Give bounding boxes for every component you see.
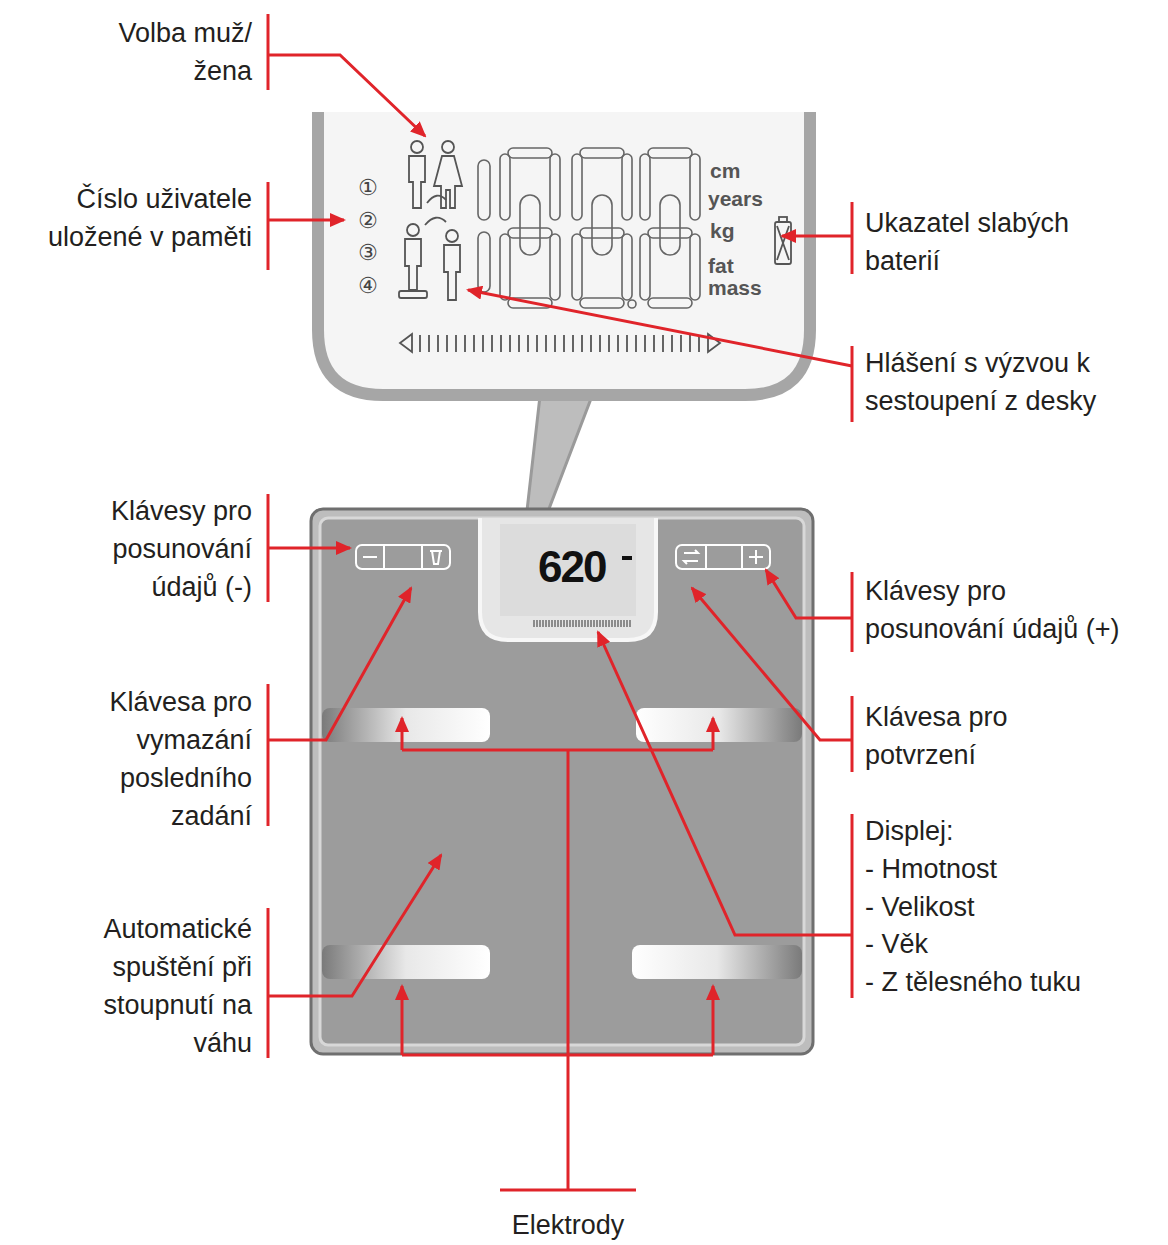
callout-label: Automatické spuštění při stoupnutí na vá…	[62, 910, 252, 1062]
callout-label: Ukazatel slabých baterií	[865, 204, 1115, 280]
weight-reading: 620	[538, 544, 628, 590]
user-number: ③	[358, 241, 388, 265]
callout-label: Elektrody	[468, 1206, 668, 1244]
user-number: ①	[358, 176, 388, 200]
callout-label: - Velikost	[865, 888, 1145, 926]
callout-label: - Hmotnost	[865, 850, 1145, 888]
callout-label: Hlášení s výzvou k sestoupení z desky	[865, 344, 1155, 420]
callout-label: Klávesy pro posunování údajů (+)	[865, 572, 1135, 648]
leader-lines	[268, 14, 852, 1190]
scale-body	[311, 509, 813, 1054]
unit-label: kg	[710, 220, 770, 242]
callout-label: Klávesa pro vymazání posledního zadání	[77, 683, 252, 835]
callout-label: Číslo uživatele uložené v paměti	[37, 180, 252, 256]
unit-label: fat mass	[708, 255, 772, 299]
callout-label: - Věk	[865, 925, 1145, 963]
user-number: ②	[358, 209, 388, 233]
user-number: ④	[358, 274, 388, 298]
unit-label: years	[708, 188, 770, 210]
callout-label: Klávesa pro potvrzení	[865, 698, 1045, 774]
unit-label: cm	[710, 160, 770, 182]
callout-label: Klávesy pro posunování údajů (-)	[62, 492, 252, 606]
callout-label: - Z tělesného tuku	[865, 963, 1145, 1001]
callout-label: Volba muž/žena	[102, 14, 252, 90]
callout-label: Displej:	[865, 812, 1145, 850]
